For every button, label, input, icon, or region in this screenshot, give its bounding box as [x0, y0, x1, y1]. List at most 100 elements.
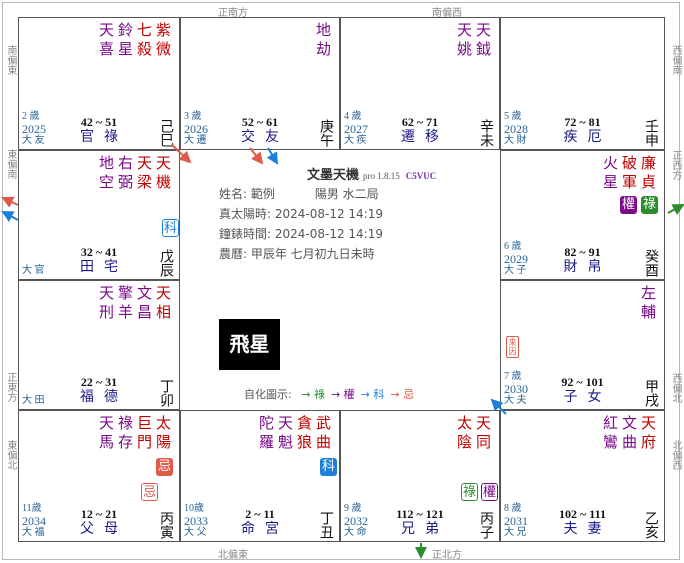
star-minor[interactable]: 祿存 [116, 415, 134, 453]
name-line: 姓名: 範例 陽男 水二局 [219, 185, 379, 202]
star-minor[interactable]: 鈴星 [116, 22, 134, 60]
direction-label-top-1: 正南方 [218, 8, 248, 19]
arrow-icon: → [301, 388, 311, 401]
decade-range: 52 ~ 61 [241, 115, 279, 129]
star-major[interactable]: 廉貞 [639, 155, 657, 193]
star-minor[interactable]: 文曲 [620, 415, 638, 453]
heavenly-stem: 丙 [478, 511, 494, 525]
decade-palace: 大 疾 [344, 135, 367, 146]
star-major[interactable]: 天機 [154, 155, 172, 193]
app-version: pro 1.8.15 [363, 171, 400, 181]
heavenly-stem: 癸 [643, 249, 659, 263]
heavenly-stem: 丁 [318, 511, 334, 525]
star-list: 天同太陰 [455, 415, 493, 453]
star-list: 紫微七殺鈴星天喜 [97, 22, 173, 60]
star-major[interactable]: 太陰 [455, 415, 473, 453]
star-minor[interactable]: 左輔 [639, 285, 657, 323]
sihua-badge: 忌 [141, 483, 158, 501]
earthly-branch: 巳 [158, 133, 174, 147]
direction-label-bottom-2: 正北方 [432, 550, 462, 561]
decade-palace: 大 遷 [184, 135, 207, 146]
palace-name[interactable]: 夫妻 [563, 521, 612, 537]
gender-bureau: 陽男 水二局 [314, 187, 379, 201]
star-list: 地劫 [314, 22, 333, 60]
decade-range: 42 ~ 51 [80, 115, 118, 129]
palace-name[interactable]: 交友 [241, 129, 289, 145]
decade-palace: 大 子 [504, 265, 527, 276]
palace-name[interactable]: 兄弟 [401, 521, 449, 537]
star-minor[interactable]: 陀羅 [257, 415, 275, 453]
star-minor[interactable]: 地劫 [314, 22, 332, 60]
star-minor[interactable]: 火星 [601, 155, 619, 193]
star-minor[interactable]: 天姚 [455, 22, 473, 60]
palace-name[interactable]: 田宅 [80, 259, 128, 275]
palace-name[interactable]: 子女 [563, 389, 612, 405]
palace-name[interactable]: 命宮 [241, 521, 289, 537]
palace-name[interactable]: 遷移 [401, 129, 449, 145]
star-major[interactable]: 貪狼 [295, 415, 313, 453]
star-minor[interactable]: 擎羊 [116, 285, 134, 323]
star-minor[interactable]: 天魁 [276, 415, 294, 453]
star-major[interactable]: 太陽 [154, 415, 172, 453]
star-major[interactable]: 天同 [474, 415, 492, 453]
palace-name[interactable]: 福德 [80, 389, 128, 405]
star-major[interactable]: 紫微 [154, 22, 172, 60]
app-name: 文墨天機 [307, 168, 360, 183]
age: 9 歲 [344, 503, 362, 514]
palace-name[interactable]: 官祿 [80, 129, 128, 145]
ganzhi: 庚午 [317, 119, 335, 147]
star-major[interactable]: 七殺 [135, 22, 153, 60]
star-list: 天鉞天姚 [455, 22, 493, 60]
star-minor[interactable]: 紅鸞 [601, 415, 619, 453]
star-major[interactable]: 破軍 [620, 155, 638, 193]
star-minor[interactable]: 天喜 [97, 22, 115, 60]
decade-range: 32 ~ 41 [80, 245, 118, 259]
chart-code: C5VUC [405, 171, 437, 181]
star-major[interactable]: 天府 [639, 415, 657, 453]
star-major[interactable]: 天相 [154, 285, 172, 323]
star-major[interactable]: 武曲 [314, 415, 332, 453]
legend-label: 忌 [403, 388, 415, 401]
star-list: 太陽巨門祿存天馬 [97, 415, 173, 453]
arrow-icon: → [360, 388, 370, 401]
age: 6 歲 [504, 241, 522, 252]
star-minor[interactable]: 文昌 [135, 285, 153, 323]
earthly-branch: 午 [318, 133, 334, 147]
true-solar-time: 真太陽時: 2024-08-12 14:19 [219, 207, 383, 221]
star-major[interactable]: 巨門 [135, 415, 153, 453]
decade-palace: 大 友 [22, 135, 45, 146]
decade-palace: 大 兄 [504, 527, 527, 538]
palace-name[interactable]: 財帛 [563, 259, 612, 275]
year: 2025 [22, 122, 46, 136]
age-block: 大 官 [22, 265, 45, 277]
decade-range: 102 ~ 111 [559, 507, 606, 521]
star-major[interactable]: 天梁 [135, 155, 153, 193]
direction-label-right-4: 北偏西 [670, 440, 681, 470]
palace-name[interactable]: 疾厄 [563, 129, 612, 145]
sihua-badge: 祿 [461, 483, 478, 501]
palace-name[interactable]: 父母 [80, 521, 128, 537]
person-name: 姓名: 範例 [219, 187, 275, 201]
star-minor[interactable]: 地空 [97, 155, 115, 193]
star-minor[interactable]: 右弼 [116, 155, 134, 193]
star-minor[interactable]: 天鉞 [474, 22, 492, 60]
star-minor[interactable]: 天馬 [97, 415, 115, 453]
flying-star-button[interactable]: 飛星 [219, 319, 280, 370]
star-minor[interactable]: 天刑 [97, 285, 115, 323]
